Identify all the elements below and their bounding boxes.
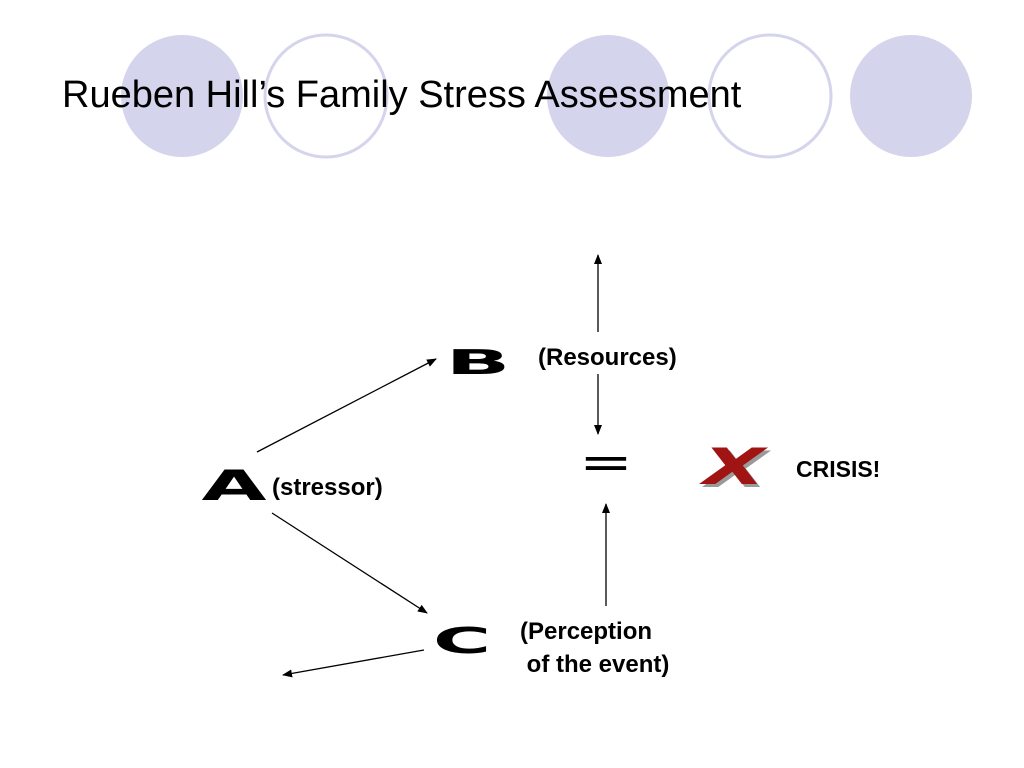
label-perception-line2: of the event) <box>520 651 670 678</box>
letter-b: B <box>446 343 511 382</box>
deco-circle-outline-1 <box>263 33 389 159</box>
arrow-a-to-b <box>256 358 437 453</box>
equals-sign: = <box>579 436 633 489</box>
crisis-x-shadow: X <box>701 441 772 499</box>
crisis-x-icon: X <box>698 438 769 496</box>
arrow-c-left <box>282 649 425 678</box>
decorative-circles <box>121 33 972 159</box>
arrow-a-to-c <box>271 512 428 614</box>
deco-circle-outline-2 <box>707 33 833 159</box>
deco-circle-filled-3 <box>850 35 972 157</box>
label-perception: (Perception of the event) <box>520 615 669 681</box>
label-stressor: (stressor) <box>272 474 383 501</box>
deco-circle-filled-1 <box>121 35 243 157</box>
letter-c: C <box>433 620 491 662</box>
label-crisis: CRISIS! <box>796 456 881 482</box>
label-resources: (Resources) <box>538 344 677 371</box>
letter-a: A <box>201 461 267 510</box>
slide-title: Rueben Hill’s Family Stress Assessment <box>62 74 742 116</box>
deco-circle-filled-2 <box>547 35 669 157</box>
label-perception-line1: (Perception <box>520 618 653 645</box>
